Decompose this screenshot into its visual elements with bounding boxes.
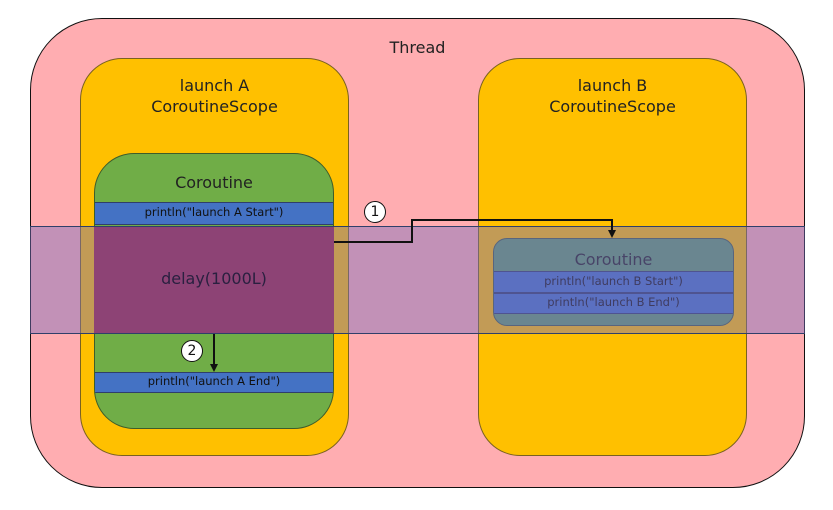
launch-b-scope-label: CoroutineScope <box>549 97 676 116</box>
launch-a-scope-label: CoroutineScope <box>151 97 278 116</box>
coroutine-b: Coroutine println("launch B Start") prin… <box>493 238 734 326</box>
suspension-band <box>30 226 805 334</box>
launch-b-title: launch B <box>577 76 648 95</box>
coroutine-b-label: Coroutine <box>574 250 653 269</box>
launch-a-end-statement: println("launch A End") <box>95 372 333 393</box>
step-1-marker: 1 <box>364 201 386 223</box>
thread-label: Thread <box>389 38 446 57</box>
launch-b-end-statement: println("launch B End") <box>494 293 733 314</box>
launch-b-start-statement: println("launch B Start") <box>494 271 733 293</box>
arrow-1-head <box>608 230 616 238</box>
delay-label: delay(1000L) <box>161 269 267 288</box>
step-2-marker: 2 <box>181 340 203 362</box>
arrow-2-head <box>210 364 218 372</box>
coroutine-a-label: Coroutine <box>175 173 253 192</box>
launch-a-title: launch A <box>179 76 250 95</box>
launch-a-start-statement: println("launch A Start") <box>95 202 333 225</box>
delay-block <box>94 226 334 334</box>
arrow-1 <box>334 219 613 243</box>
